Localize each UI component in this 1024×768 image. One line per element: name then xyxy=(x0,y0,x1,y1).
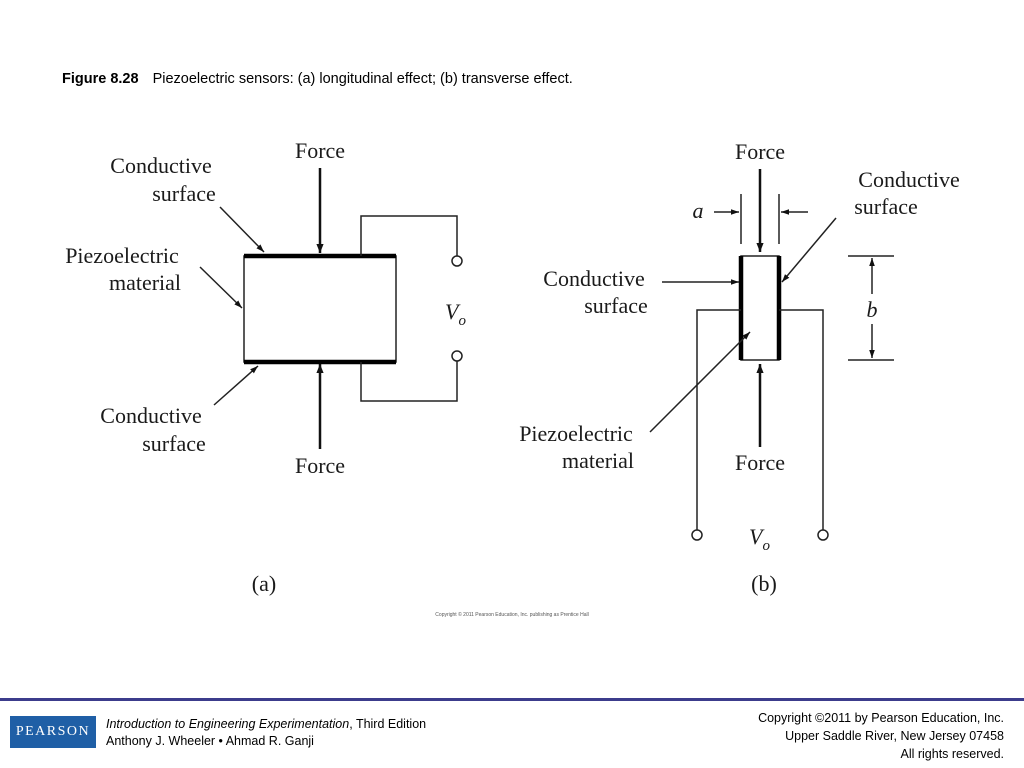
book-title-line: Introduction to Engineering Experimentat… xyxy=(106,716,426,733)
b-wire-left xyxy=(696,309,741,530)
figure-diagram: Force Force Conductive surface Piezoelec… xyxy=(52,132,972,600)
a-piezo-block xyxy=(243,255,397,363)
a-terminal-bottom xyxy=(451,350,463,362)
a-force-top-label: Force xyxy=(295,138,345,163)
copyright-line-2: Upper Saddle River, New Jersey 07458 xyxy=(785,729,1004,743)
book-edition: , Third Edition xyxy=(349,717,427,731)
figure-caption: Figure 8.28 Piezoelectric sensors: (a) l… xyxy=(62,71,573,87)
b-terminal-right xyxy=(817,529,829,541)
a-conductive-bottom-label-1: Conductive xyxy=(100,403,201,428)
a-conductive-top-label-1: Conductive xyxy=(110,153,211,178)
copyright-line-3: All rights reserved. xyxy=(900,747,1004,761)
a-wire-top xyxy=(360,215,458,256)
publisher-copyright: Copyright ©2011 by Pearson Education, In… xyxy=(758,709,1004,763)
a-leader-piezo xyxy=(199,266,243,309)
b-wire-right xyxy=(779,309,824,530)
book-title: Introduction to Engineering Experimentat… xyxy=(106,717,350,731)
figure-number: Figure 8.28 xyxy=(62,71,139,87)
a-force-bottom-label: Force xyxy=(295,453,345,478)
b-piezo-label-2: material xyxy=(562,448,634,473)
diagram-b: Force Force a b Conductive surface Condu… xyxy=(519,139,960,596)
a-terminal-top xyxy=(451,255,463,267)
book-info: Introduction to Engineering Experimentat… xyxy=(106,716,426,750)
b-dim-a-label: a xyxy=(693,198,704,223)
b-force-top-label: Force xyxy=(735,139,785,164)
figure-copyright-note: Copyright © 2011 Pearson Education, Inc.… xyxy=(435,612,589,618)
a-conductive-top-label-2: surface xyxy=(152,181,216,206)
b-piezo-block xyxy=(740,255,780,361)
caption-text: Piezoelectric sensors: (a) longitudinal … xyxy=(152,71,573,87)
pearson-logo: PEARSON xyxy=(10,716,96,748)
a-piezo-label-1: Piezoelectric xyxy=(65,243,179,268)
b-panel-label: (b) xyxy=(751,571,777,596)
a-leader-conductive-top xyxy=(219,206,265,253)
a-leader-conductive-bottom xyxy=(213,365,259,406)
diagram-a: Force Force Conductive surface Piezoelec… xyxy=(65,138,466,596)
b-terminal-left xyxy=(691,529,703,541)
b-piezo-label-1: Piezoelectric xyxy=(519,421,633,446)
b-conductive-left-label-2: surface xyxy=(584,293,648,318)
b-conductive-right-label-2: surface xyxy=(854,194,918,219)
a-vo-label: Vo xyxy=(445,299,466,329)
b-leader-conductive-right xyxy=(781,217,837,283)
b-leader-piezo xyxy=(649,331,751,433)
a-piezo-label-2: material xyxy=(109,270,181,295)
b-vo-label: Vo xyxy=(749,524,770,554)
pearson-logo-text: PEARSON xyxy=(15,724,91,739)
copyright-line-1: Copyright ©2011 by Pearson Education, In… xyxy=(758,711,1004,725)
book-authors: Anthony J. Wheeler • Ahmad R. Ganji xyxy=(106,734,314,748)
b-conductive-right-label-1: Conductive xyxy=(858,167,959,192)
piezo-sensors-svg: Force Force Conductive surface Piezoelec… xyxy=(65,138,960,596)
footer-rule xyxy=(0,698,1024,701)
a-wire-bottom xyxy=(360,361,458,402)
b-conductive-left-label-1: Conductive xyxy=(543,266,644,291)
a-panel-label: (a) xyxy=(252,571,276,596)
b-force-bottom-label: Force xyxy=(735,450,785,475)
b-dim-b-label: b xyxy=(867,297,878,322)
a-conductive-bottom-label-2: surface xyxy=(142,431,206,456)
